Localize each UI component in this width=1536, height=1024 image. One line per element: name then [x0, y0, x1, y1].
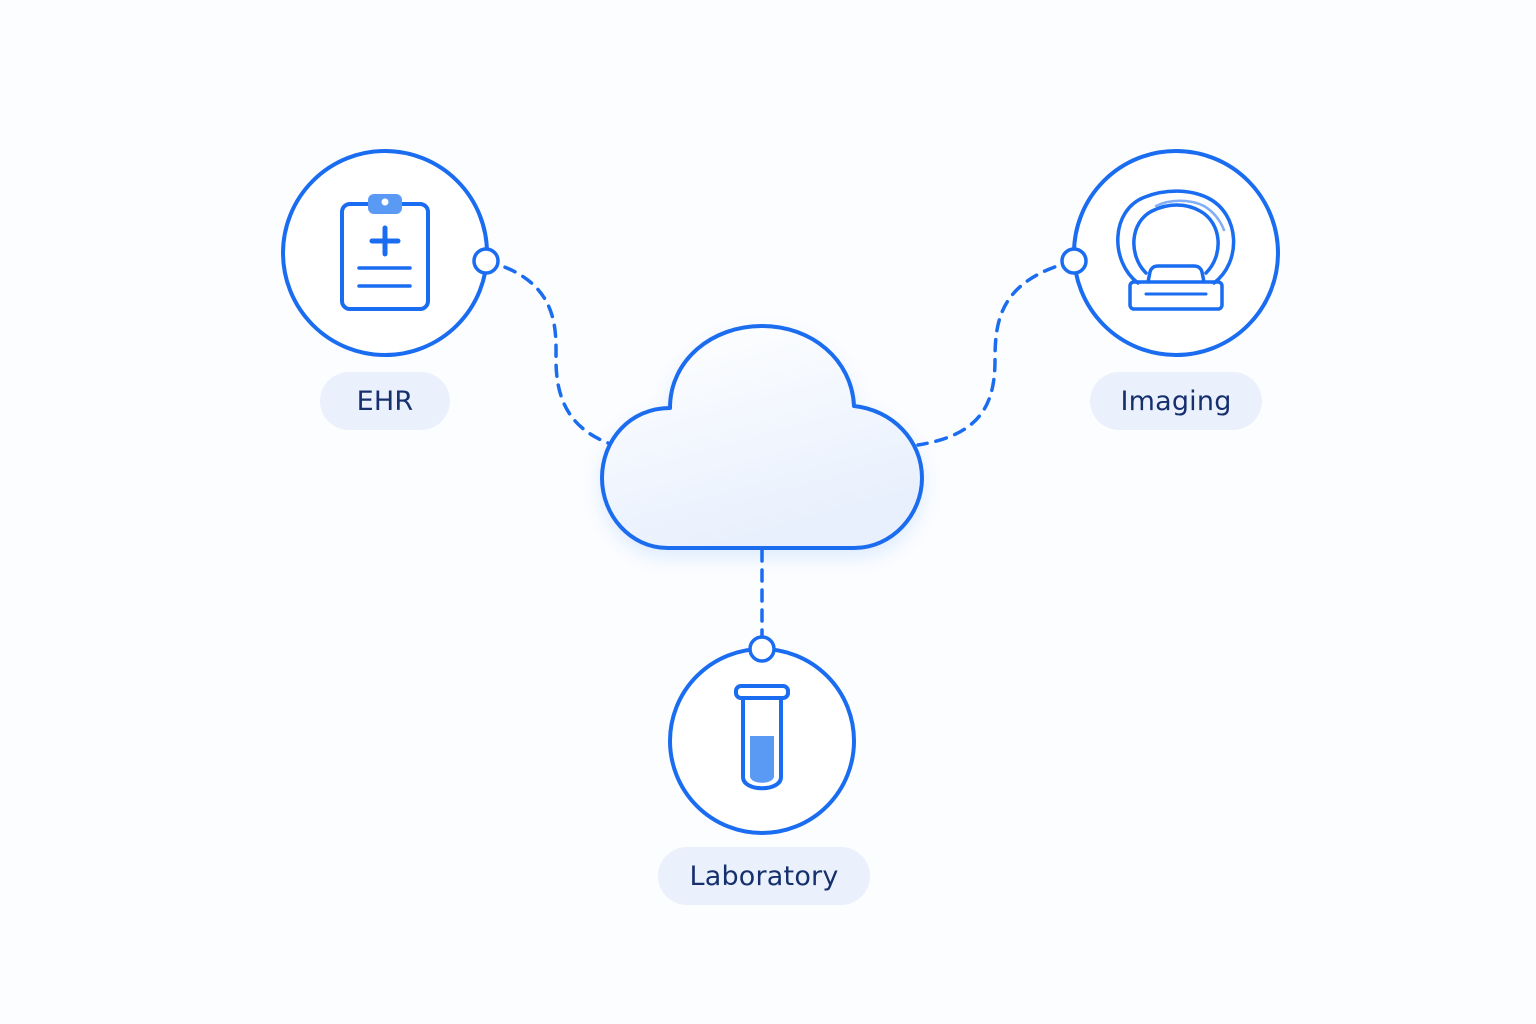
imaging-connector-port — [1060, 247, 1088, 275]
imaging-node[interactable] — [1060, 149, 1280, 357]
ehr-label: EHR — [320, 372, 450, 430]
test-tube-icon — [734, 684, 790, 791]
laboratory-node[interactable] — [668, 635, 856, 835]
mri-scanner-icon — [1116, 189, 1236, 311]
ehr-connector-port — [472, 247, 500, 275]
cloud-icon — [600, 324, 924, 550]
connector-imaging — [916, 259, 1076, 447]
clipboard-medical-icon — [340, 194, 430, 311]
laboratory-label: Laboratory — [658, 847, 870, 905]
connector-ehr — [484, 259, 610, 445]
imaging-label: Imaging — [1090, 372, 1262, 430]
ehr-node[interactable] — [281, 149, 500, 357]
laboratory-connector-port — [748, 635, 776, 663]
